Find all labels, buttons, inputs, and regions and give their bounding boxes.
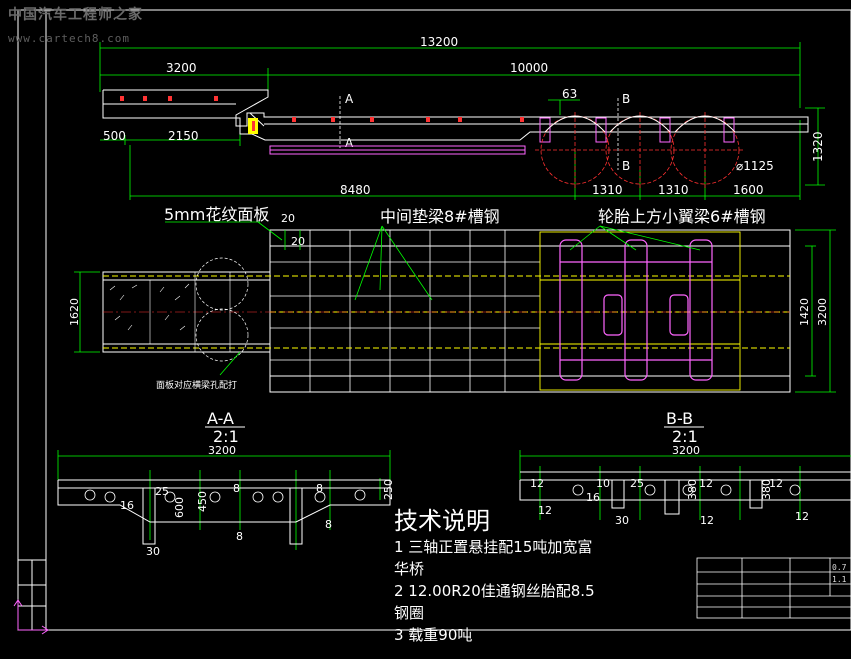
section-aa-scale: 2:1	[213, 427, 239, 446]
dim-width-outer: 3200	[816, 298, 829, 326]
plan-axle-zone	[539, 231, 741, 391]
dim-tire-diameter: ⌀1125	[736, 159, 774, 173]
dim-gooseneck-offset: 500	[103, 129, 126, 143]
side-wheels	[535, 112, 745, 188]
technical-note-1b: 华桥	[394, 560, 425, 578]
plan-axles	[559, 239, 713, 381]
dim-axle-spacing-1: 1310	[592, 183, 623, 197]
side-markers	[120, 96, 524, 122]
side-section-planes	[339, 96, 619, 170]
dim-axle-spacing-2: 1310	[658, 183, 689, 197]
svg-text:250: 250	[382, 479, 395, 500]
label-wing-beam: 轮胎上方小翼梁6#槽钢	[598, 207, 766, 226]
plan-frame-outline	[102, 229, 791, 393]
label-middle-beam: 中间垫梁8#槽钢	[380, 207, 500, 226]
technical-note-1a: 1 三轴正置悬挂配15吨加宽富	[394, 538, 593, 556]
section-b-label-bottom: B	[622, 159, 630, 173]
section-aa-dim-450: 450	[196, 491, 209, 512]
plan-leaders	[74, 221, 836, 393]
section-aa-width: 3200	[208, 444, 236, 457]
dim-overall-length: 13200	[420, 35, 458, 49]
section-bb: B-B 2:1 3200 12 12	[519, 409, 851, 527]
svg-text:12: 12	[700, 514, 714, 527]
dim-height: 1320	[811, 131, 825, 162]
title-block	[696, 557, 851, 619]
side-brackets	[248, 118, 258, 134]
side-chassis	[102, 89, 809, 141]
section-aa-holes	[84, 489, 366, 503]
svg-text:25: 25	[630, 477, 644, 490]
section-b-label-top: B	[622, 92, 630, 106]
svg-text:12: 12	[699, 477, 713, 490]
side-dimension-texts: 13200 3200 10000 500 2150 8480 1310 1310…	[103, 35, 774, 197]
dim-king-pin-offset: 2150	[168, 129, 199, 143]
section-bb-holes	[572, 484, 801, 496]
section-bb-width: 3200	[672, 444, 700, 457]
svg-text:8: 8	[325, 518, 332, 531]
dim-wheelbase: 8480	[340, 183, 371, 197]
side-view: 13200 3200 10000 500 2150 8480 1310 1310…	[99, 35, 825, 200]
section-aa-dims: 25 16 250 30 8 8 8 8	[120, 479, 395, 558]
section-bb-dims: 12 12 16 10 25 12 12 12 12 30	[530, 477, 809, 527]
dim-section: 63	[562, 87, 577, 101]
technical-note-2a: 2 12.00R20佳通钢丝胎配8.5	[394, 582, 595, 600]
section-aa-profile	[57, 479, 391, 545]
svg-text:12: 12	[769, 477, 783, 490]
svg-text:30: 30	[615, 514, 629, 527]
technical-note-3: 3 载重90吨	[394, 626, 473, 644]
svg-text:30: 30	[146, 545, 160, 558]
dim-width-inner: 1420	[798, 298, 811, 326]
drawing-border	[17, 9, 851, 631]
svg-text:8: 8	[236, 530, 243, 543]
section-bb-dim-380b: 380	[760, 479, 773, 500]
technical-notes: 技术说明 1 三轴正置悬挂配15吨加宽富 华桥 2 12.00R20佳通钢丝胎配…	[394, 506, 595, 646]
dim-rear-section: 10000	[510, 61, 548, 75]
plan-labels: 5mm花纹面板 中间垫梁8#槽钢 轮胎上方小翼梁6#槽钢 20 20 面板对应横…	[156, 205, 766, 391]
svg-text:8: 8	[316, 482, 323, 495]
title-block-text: 0.7 1.1	[832, 563, 847, 584]
svg-text:16: 16	[586, 491, 600, 504]
watermark-site-name: 中国汽车工程师之家	[8, 7, 143, 23]
section-bb-profile	[519, 471, 851, 515]
section-bb-scale: 2:1	[672, 427, 698, 446]
title-block-cell-1: 0.7	[832, 563, 847, 572]
technical-note-2b: 钢圈	[394, 604, 425, 622]
dim-rear-overhang: 1600	[733, 183, 764, 197]
note-crossbeam: 面板对应横梁孔配打	[156, 379, 237, 391]
svg-text:8: 8	[233, 482, 240, 495]
dim-20b: 20	[291, 235, 305, 248]
svg-text:25: 25	[155, 485, 169, 498]
label-deck-plate: 5mm花纹面板	[164, 205, 269, 224]
section-aa-dim-600: 600	[173, 497, 186, 518]
section-aa-title: A-A	[207, 409, 234, 428]
section-bb-dim-380a: 380	[686, 479, 699, 500]
ucs-icon	[13, 599, 49, 635]
svg-text:12: 12	[530, 477, 544, 490]
plan-deck-plate	[109, 272, 231, 352]
svg-text:12: 12	[795, 510, 809, 523]
svg-text:16: 16	[120, 499, 134, 512]
side-suspension	[269, 117, 735, 155]
plan-king-pin-circles	[195, 257, 249, 362]
dim-front-section: 3200	[166, 61, 197, 75]
section-a-label-top: A	[345, 92, 354, 106]
dim-20a: 20	[281, 212, 295, 225]
plan-view: 5mm花纹面板 中间垫梁8#槽钢 轮胎上方小翼梁6#槽钢 20 20 面板对应横…	[68, 205, 836, 393]
dim-width-front: 1620	[68, 298, 81, 326]
section-a-label-bottom: A	[345, 136, 354, 150]
side-wheel-fenders	[544, 115, 736, 133]
plan-crossbeams	[270, 230, 540, 392]
technical-notes-title: 技术说明	[394, 507, 490, 535]
title-block-cell-2: 1.1	[832, 575, 847, 584]
side-dimension-lines	[99, 42, 825, 200]
svg-text:12: 12	[538, 504, 552, 517]
section-aa: A-A 2:1 3200 25 16	[57, 409, 395, 558]
svg-text:10: 10	[596, 477, 610, 490]
watermark-site-url: www.cartech8.com	[8, 32, 130, 45]
section-bb-title: B-B	[666, 409, 693, 428]
